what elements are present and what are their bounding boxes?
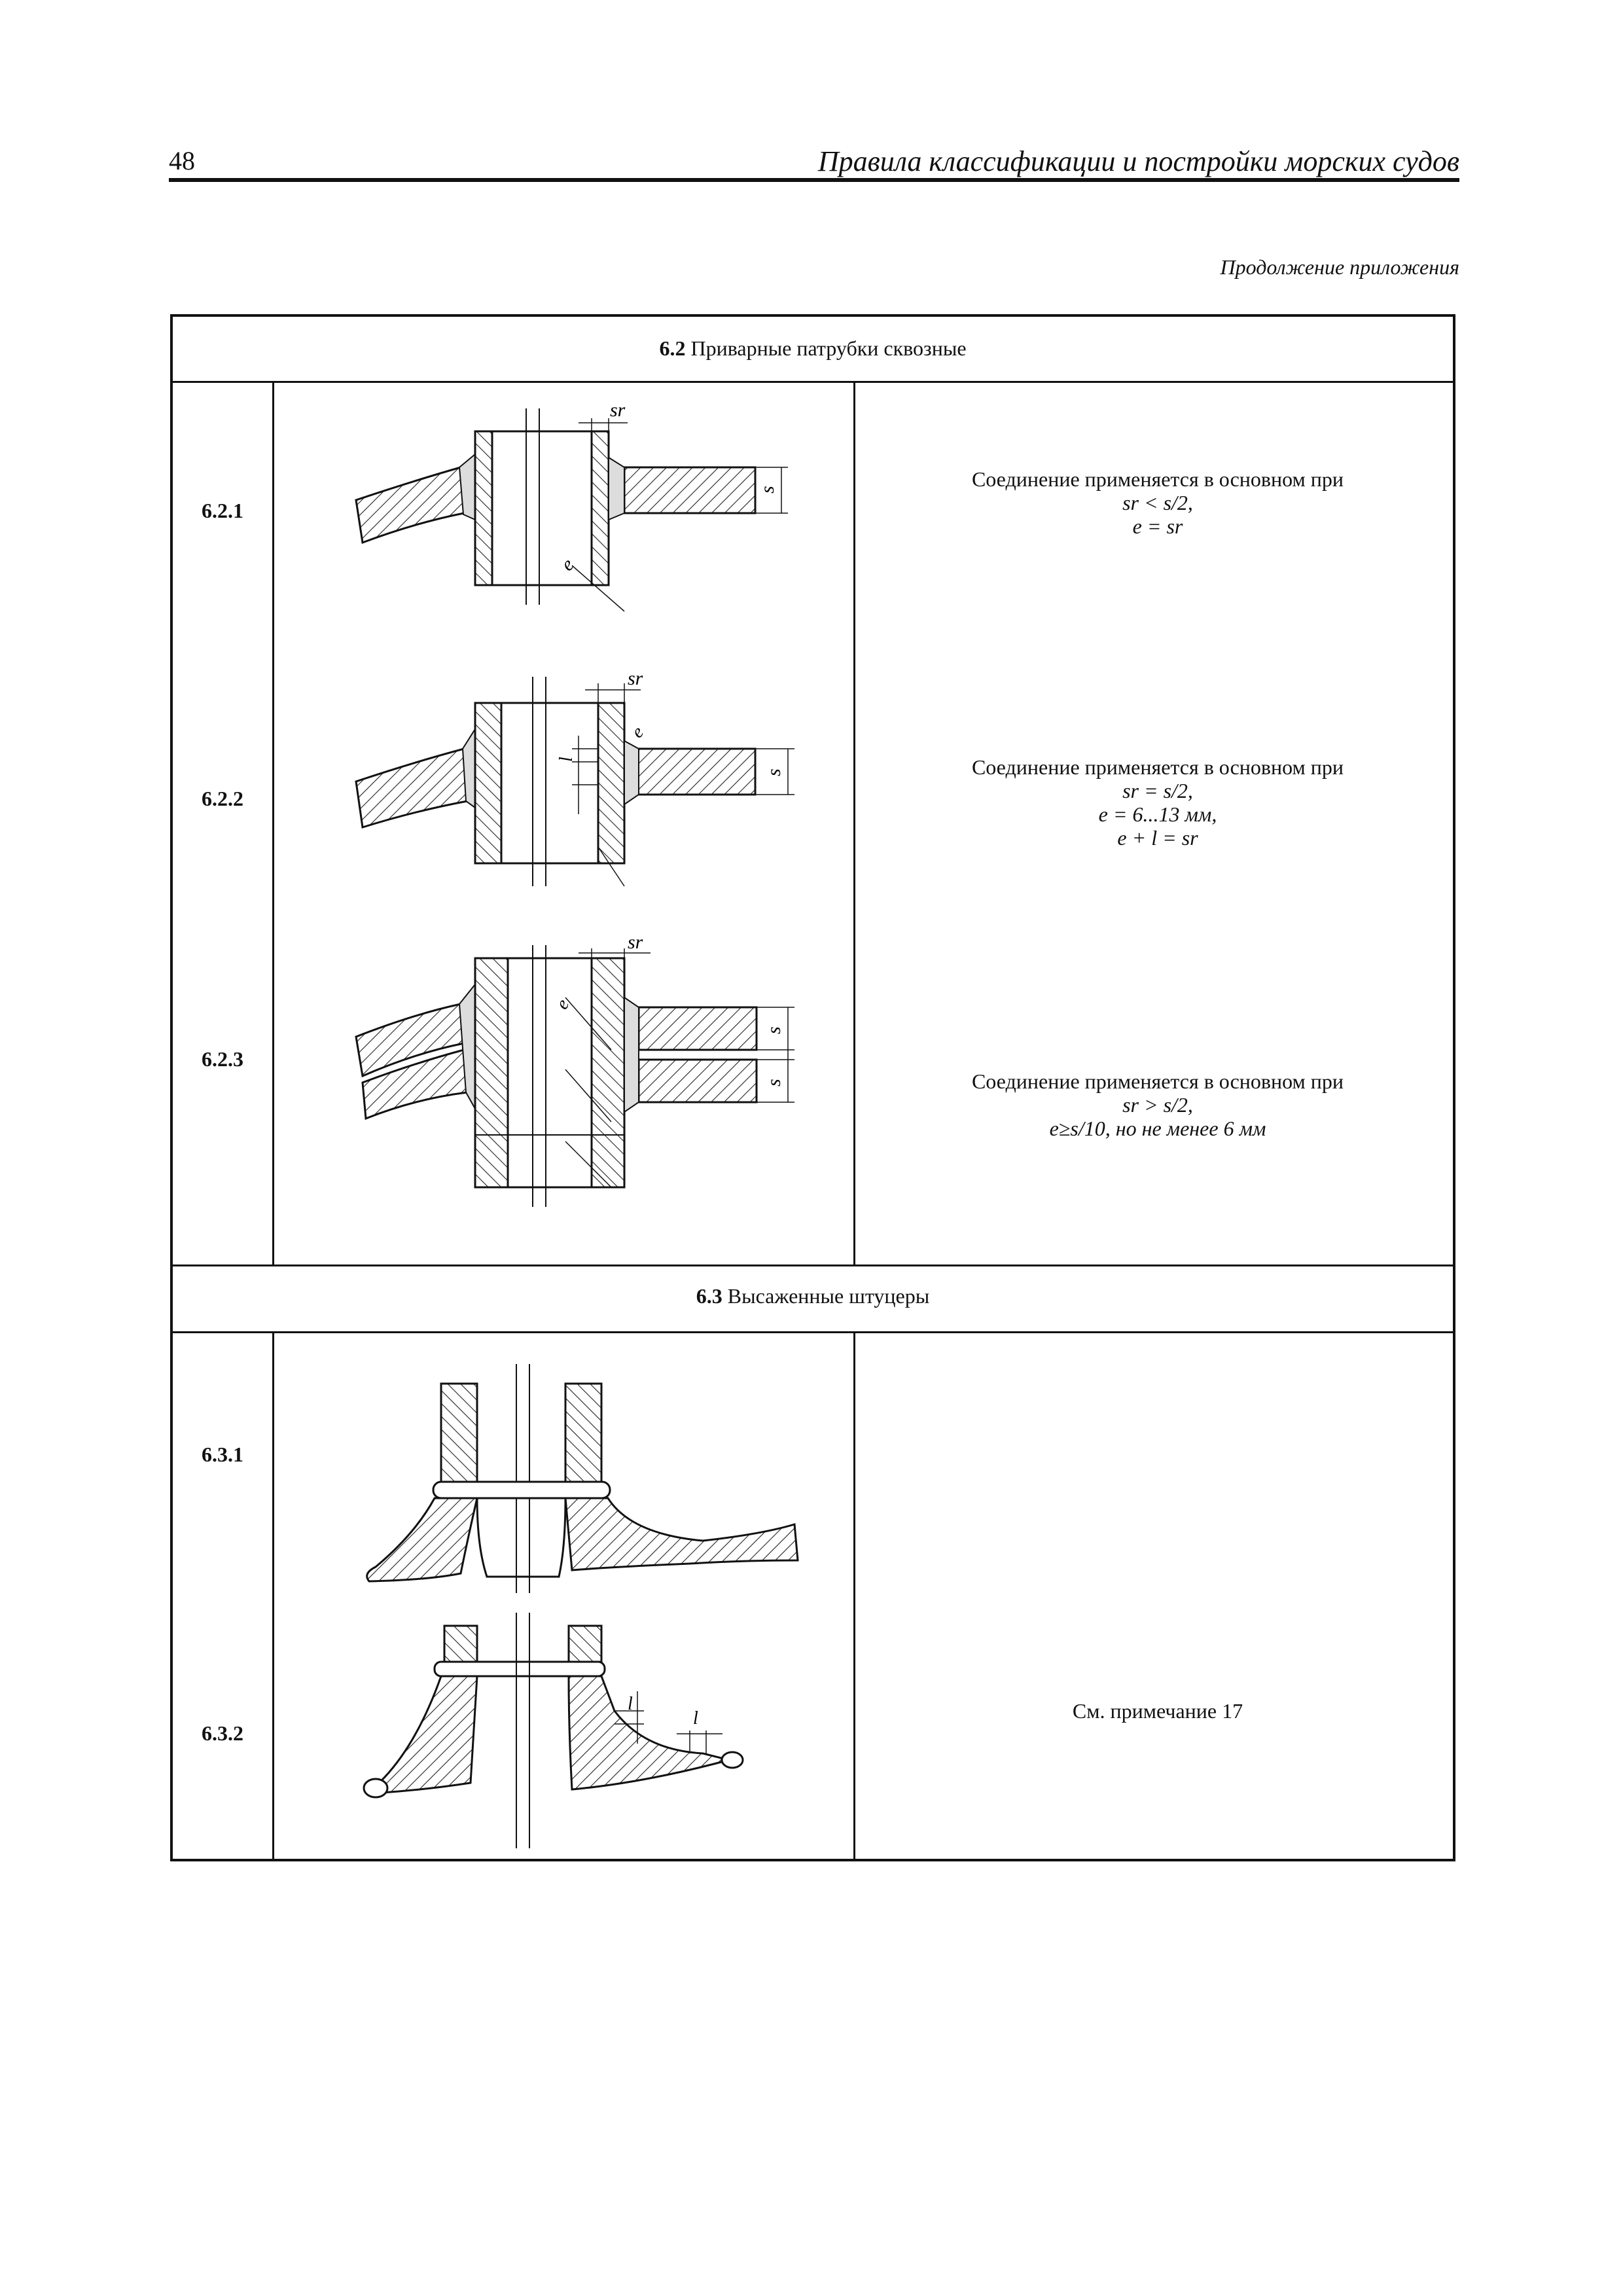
column-divider	[853, 381, 855, 1265]
joints-table: 6.2 Приварные патрубки сквозные 6.2.1 Со…	[170, 314, 1455, 1861]
label-l: l	[693, 1708, 698, 1729]
desc-line: sr = s/2,	[1122, 779, 1193, 802]
page-number: 48	[169, 146, 195, 175]
column-divider	[853, 1331, 855, 1861]
label-sr: sr	[628, 931, 643, 953]
desc-line: Соединение применяется в основном при	[971, 755, 1344, 779]
row-6-2-2-description: Соединение применяется в основном при sr…	[860, 755, 1455, 850]
desc-line: Соединение применяется в основном при	[971, 1069, 1344, 1093]
section-6-3-title: 6.3 Высаженные штуцеры	[173, 1283, 1453, 1309]
figure-6-3-1	[366, 1364, 799, 1593]
label-s: s	[763, 768, 785, 776]
desc-line: e = 6...13 мм,	[1098, 802, 1217, 826]
label-e: e	[628, 722, 648, 742]
label-sr: sr	[628, 668, 643, 689]
figure-6-2-2: s sr l e	[355, 668, 794, 887]
row-number-6-2-1: 6.2.1	[202, 499, 243, 522]
running-title: Правила классификации и постройки морски…	[817, 145, 1459, 177]
row-number-6-3-2: 6.3.2	[202, 1721, 243, 1745]
desc-line: См. примечание 17	[1072, 1699, 1243, 1723]
figure-6-2-1: s sr e	[355, 399, 788, 612]
row-6-3-2-description: См. примечание 17	[860, 1699, 1455, 1723]
desc-line: sr > s/2,	[1122, 1093, 1193, 1117]
row-6-2-1-description: Соединение применяется в основном при sr…	[860, 467, 1455, 538]
figure-6-3-2: l l	[363, 1613, 744, 1848]
label-e: e	[552, 996, 573, 1013]
row-6-2-3-description: Соединение применяется в основном при sr…	[860, 1069, 1455, 1140]
section-6-2-text: Приварные патрубки сквозные	[690, 336, 967, 360]
row-number-6-3-1: 6.3.1	[202, 1443, 243, 1466]
table-divider	[173, 381, 1453, 383]
desc-line: e≥s/10, но не менее 6 мм	[1049, 1117, 1266, 1140]
header-rule	[169, 178, 1459, 182]
label-l: l	[556, 757, 577, 762]
row-number-6-2-3: 6.2.3	[202, 1047, 243, 1071]
section-6-3-text: Высаженные штуцеры	[727, 1284, 930, 1308]
desc-line: e = sr	[1132, 514, 1183, 538]
desc-line: Соединение применяется в основном при	[971, 467, 1344, 491]
label-s: s	[763, 1079, 785, 1086]
row-number-6-2-2: 6.2.2	[202, 787, 243, 810]
label-e: e	[557, 554, 579, 575]
label-l: l	[628, 1694, 633, 1714]
desc-line: e + l = sr	[1117, 826, 1198, 850]
label-s: s	[757, 486, 778, 493]
section-6-3-number: 6.3	[696, 1284, 722, 1308]
column-divider	[272, 1331, 274, 1861]
desc-line: sr < s/2,	[1122, 491, 1193, 514]
label-sr: sr	[610, 399, 626, 421]
figure-6-2-3: s s sr e	[355, 931, 794, 1207]
table-divider	[173, 1265, 1453, 1266]
section-6-2-title: 6.2 Приварные патрубки сквозные	[173, 335, 1453, 361]
continuation-note: Продолжение приложения	[1220, 255, 1460, 279]
section-6-2-number: 6.2	[659, 336, 686, 360]
column-divider	[272, 381, 274, 1265]
table-divider	[173, 1331, 1453, 1333]
label-s: s	[763, 1026, 785, 1034]
